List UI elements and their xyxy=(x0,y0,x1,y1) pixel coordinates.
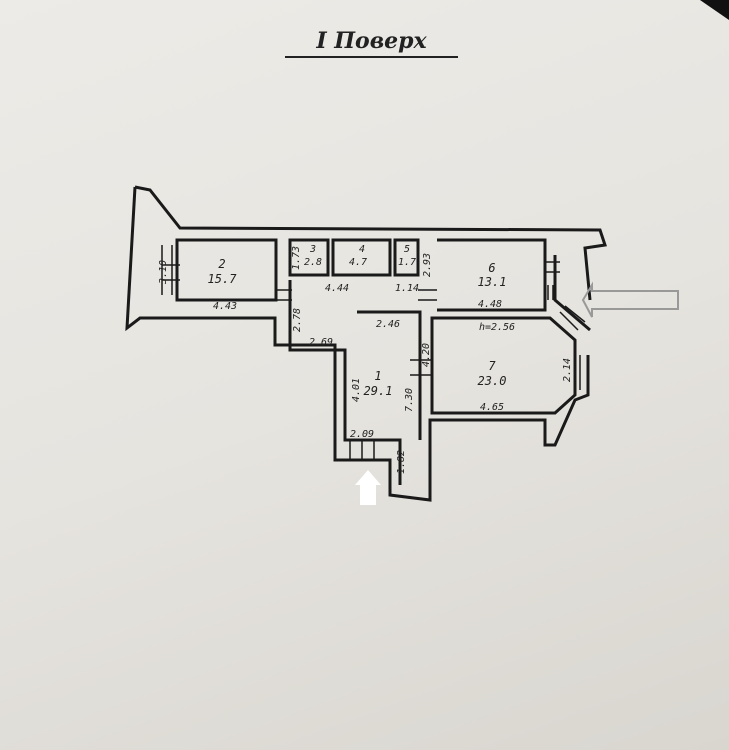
room-1-number: 1 xyxy=(374,369,381,383)
room-1-area: 29.1 xyxy=(364,384,393,398)
walls xyxy=(125,185,607,502)
dim: 2.93 xyxy=(422,253,433,277)
dim: 1.82 xyxy=(396,450,407,474)
dim: 3.10 xyxy=(158,260,169,285)
dim: h=2.56 xyxy=(479,322,515,333)
room-3-number: 3 xyxy=(309,244,316,255)
dimension-labels: 3.10 4.43 1.73 4.44 1.14 2.93 4.48 h=2.5… xyxy=(158,246,573,474)
photo-corner xyxy=(700,0,729,20)
dim: 4.01 xyxy=(351,378,362,402)
room-5-number: 5 xyxy=(404,244,410,255)
room-4-area: 4.7 xyxy=(349,257,367,268)
dim: 7.30 xyxy=(404,388,415,412)
dim: 2.46 xyxy=(376,319,400,330)
dim: 4.48 xyxy=(478,299,502,310)
room-4-number: 4 xyxy=(359,244,365,255)
room-7-area: 23.0 xyxy=(478,374,507,388)
side-entrance-arrow-icon xyxy=(581,281,679,318)
room-2-area: 15.7 xyxy=(208,272,238,286)
dim: 2.78 xyxy=(292,308,303,332)
dim: 2.09 xyxy=(350,429,374,440)
room-6-area: 13.1 xyxy=(478,275,507,289)
room-6-number: 6 xyxy=(488,261,495,275)
dim: 2.69 xyxy=(309,337,333,348)
room-2-number: 2 xyxy=(218,257,225,271)
dim: 4.20 xyxy=(421,343,432,367)
dim: 4.44 xyxy=(325,283,349,294)
dim: 4.43 xyxy=(213,301,237,312)
doors-stairs xyxy=(161,245,586,460)
dim: 1.14 xyxy=(395,283,419,294)
dim: 1.73 xyxy=(291,246,302,270)
dim: 2.14 xyxy=(562,358,573,382)
page-title: I Поверх xyxy=(285,28,458,58)
room-7-number: 7 xyxy=(488,359,496,373)
main-entrance-arrow-icon xyxy=(355,470,381,505)
dim: 4.65 xyxy=(480,402,504,413)
room-labels: 1 29.1 2 15.7 3 2.8 4 4.7 5 1.7 6 13.1 7… xyxy=(208,244,507,398)
room-3-area: 2.8 xyxy=(304,257,322,268)
room-5-area: 1.7 xyxy=(398,257,416,268)
